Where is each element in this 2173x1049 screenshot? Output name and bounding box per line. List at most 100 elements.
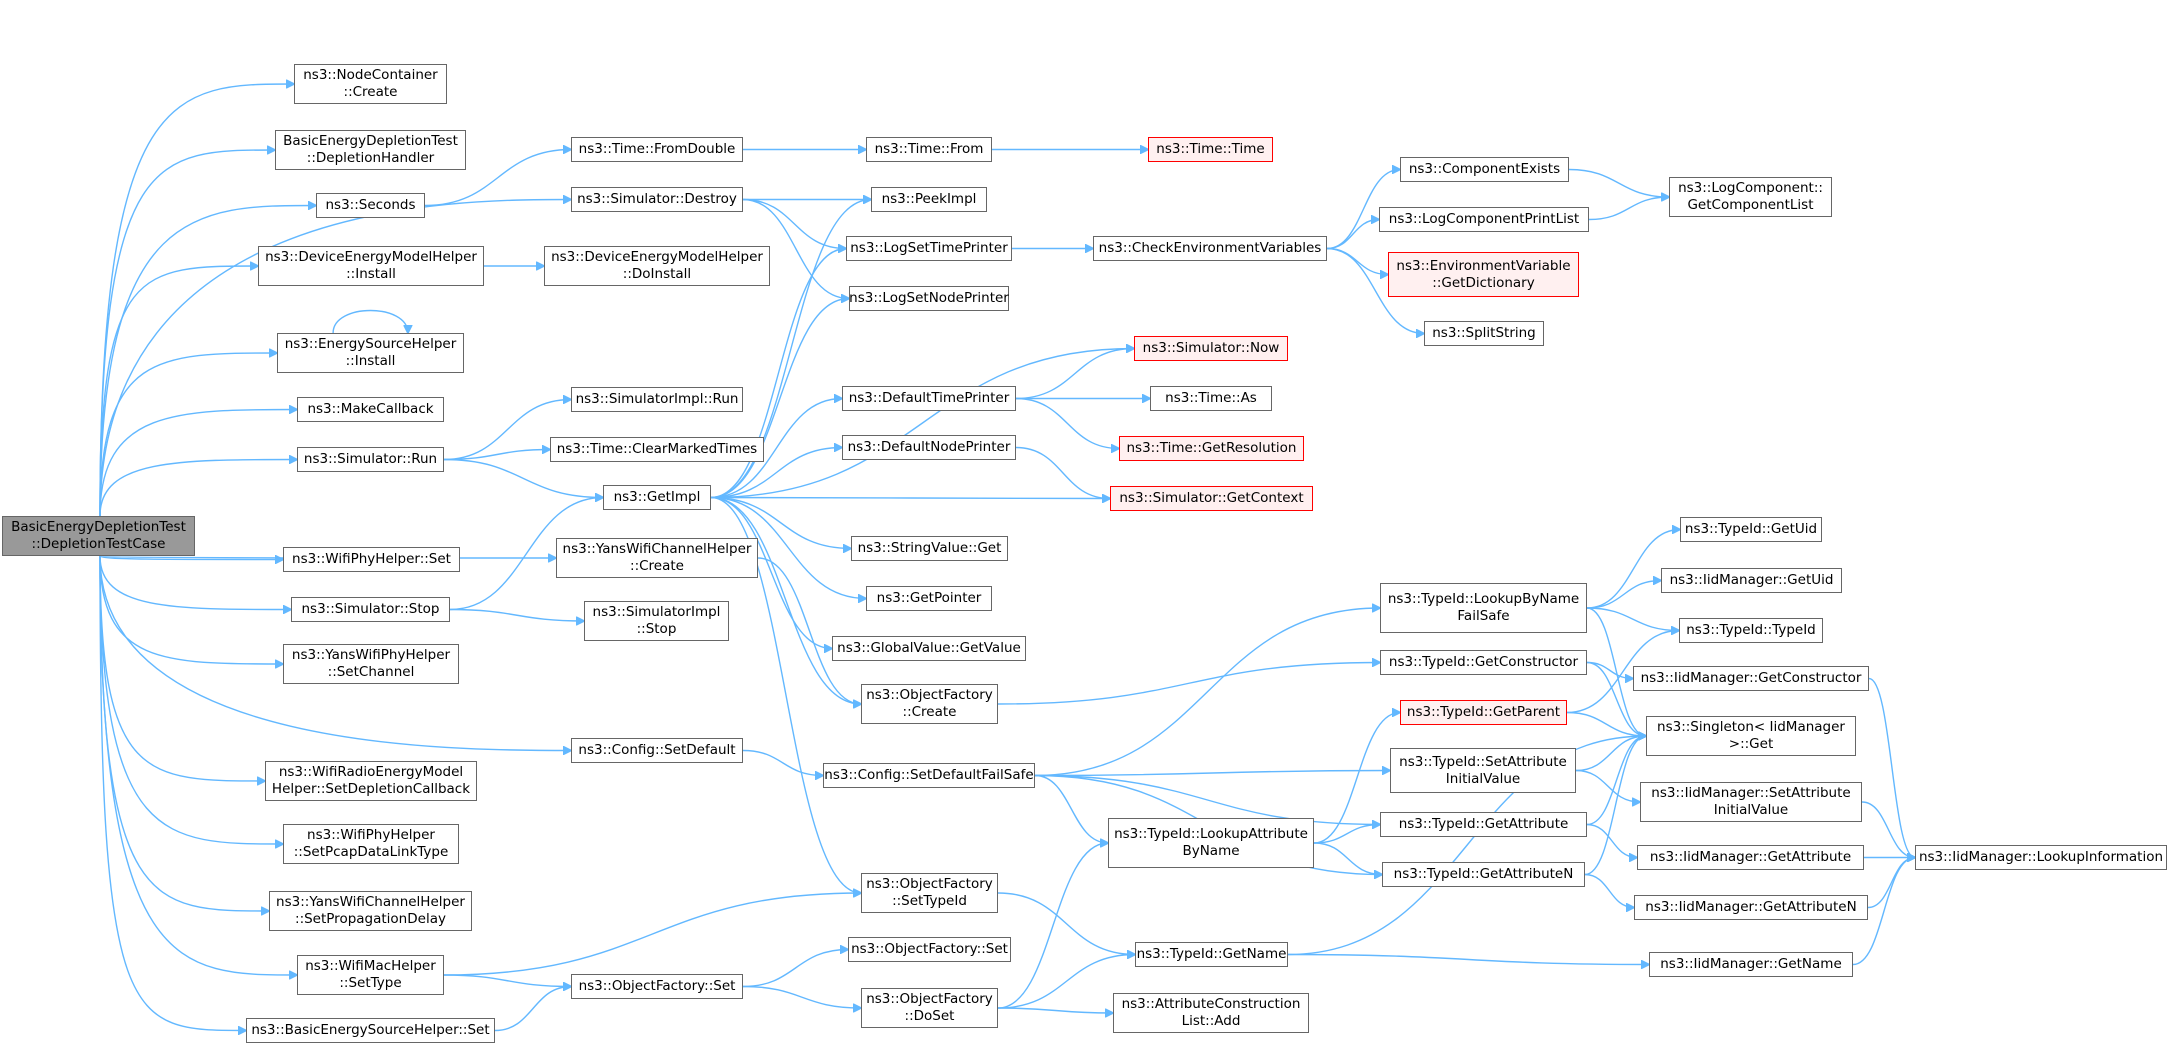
node-defaultnode[interactable]: ns3::DefaultNodePrinter <box>842 435 1016 460</box>
node-seconds[interactable]: ns3::Seconds <box>316 193 425 218</box>
node-label-line: ns3::TypeId::GetUid <box>1684 521 1818 537</box>
edge-defaultnode-to-sim-getcontext <box>1015 446 1110 499</box>
node-of-doset[interactable]: ns3::ObjectFactory::DoSet <box>861 988 998 1028</box>
node-stringvalue-get[interactable]: ns3::StringValue::Get <box>851 536 1008 561</box>
node-label-line: ns3::IidManager::GetAttributeN <box>1645 899 1857 915</box>
node-envvar-getdict[interactable]: ns3::EnvironmentVariable::GetDictionary <box>1388 252 1579 297</box>
node-label-line: ns3::AttributeConstruction <box>1121 996 1301 1012</box>
node-label-line: ns3::Simulator::GetContext <box>1119 490 1304 506</box>
node-peekimpl[interactable]: ns3::PeekImpl <box>871 187 987 212</box>
node-time-getres[interactable]: ns3::Time::GetResolution <box>1119 436 1304 461</box>
node-clearmarked[interactable]: ns3::Time::ClearMarkedTimes <box>550 437 764 462</box>
node-esh-install[interactable]: ns3::EnergySourceHelper::Install <box>277 333 464 373</box>
node-sim-now[interactable]: ns3::Simulator::Now <box>1134 336 1288 361</box>
node-tid-typeid[interactable]: ns3::TypeId::TypeId <box>1679 618 1823 643</box>
node-iid-getname[interactable]: ns3::IidManager::GetName <box>1649 952 1853 977</box>
edge-root-to-depl-handler <box>99 150 275 517</box>
edge-config-sdfs-to-tid-getattribute <box>1034 774 1380 825</box>
edge-tid-lookupattr-to-tid-getparent <box>1313 713 1400 844</box>
edge-seconds-to-time-fromdouble <box>424 150 571 207</box>
edge-sim-run-to-simimpl-run <box>443 400 571 461</box>
node-label-line: ::Create <box>902 704 957 720</box>
node-getimpl[interactable]: ns3::GetImpl <box>603 485 711 510</box>
node-label-line: ns3::Simulator::Destroy <box>577 191 737 207</box>
node-label-line: ns3::IidManager::GetConstructor <box>1640 670 1862 686</box>
node-iid-lookupinfo[interactable]: ns3::IidManager::LookupInformation <box>1915 845 2167 870</box>
node-config-setdefault[interactable]: ns3::Config::SetDefault <box>571 738 743 763</box>
node-componentexists[interactable]: ns3::ComponentExists <box>1400 157 1569 182</box>
node-wmh-settype[interactable]: ns3::WifiMacHelper::SetType <box>297 955 444 995</box>
node-of-create[interactable]: ns3::ObjectFactory::Create <box>861 684 998 724</box>
node-of-set2[interactable]: ns3::ObjectFactory::Set <box>848 937 1011 962</box>
node-logcompprintlist[interactable]: ns3::LogComponentPrintList <box>1379 207 1589 232</box>
node-besh-set[interactable]: ns3::BasicEnergySourceHelper::Set <box>246 1018 495 1043</box>
node-label-line: ns3::IidManager::GetUid <box>1669 572 1834 588</box>
node-logsettime[interactable]: ns3::LogSetTimePrinter <box>846 236 1012 261</box>
edge-ywch-create-to-of-create <box>757 557 861 704</box>
node-iid-getconstructor[interactable]: ns3::IidManager::GetConstructor <box>1633 666 1869 691</box>
node-sim-destroy[interactable]: ns3::Simulator::Destroy <box>571 187 743 212</box>
node-globalvalue-get[interactable]: ns3::GlobalValue::GetValue <box>832 636 1026 661</box>
node-getpointer[interactable]: ns3::GetPointer <box>866 586 992 611</box>
node-label-line: ns3::DefaultTimePrinter <box>848 390 1010 406</box>
edge-of-create-to-tid-getconstructor <box>997 663 1380 705</box>
node-time-time[interactable]: ns3::Time::Time <box>1148 137 1273 162</box>
node-time-as[interactable]: ns3::Time::As <box>1150 386 1272 411</box>
node-tid-getuid[interactable]: ns3::TypeId::GetUid <box>1680 517 1822 542</box>
edge-logcompprintlist-to-logcomp-getlist <box>1588 197 1669 221</box>
node-tid-getconstructor[interactable]: ns3::TypeId::GetConstructor <box>1380 650 1587 675</box>
edge-getimpl-to-stringvalue-get <box>710 496 851 549</box>
node-wpe-set[interactable]: ns3::WifiPhyHelper::Set <box>283 547 460 572</box>
node-depl-handler[interactable]: BasicEnergyDepletionTest::DepletionHandl… <box>275 130 466 170</box>
node-singleton-get[interactable]: ns3::Singleton< IidManager >::Get <box>1646 716 1856 756</box>
node-iid-getattributen[interactable]: ns3::IidManager::GetAttributeN <box>1634 895 1868 920</box>
node-sim-getcontext[interactable]: ns3::Simulator::GetContext <box>1110 486 1313 511</box>
node-demh-doinstall[interactable]: ns3::DeviceEnergyModelHelper::DoInstall <box>544 246 770 286</box>
node-tid-getattribute[interactable]: ns3::TypeId::GetAttribute <box>1380 812 1587 837</box>
edge-getimpl-to-sim-getcontext <box>710 498 1110 499</box>
node-of-settypeid[interactable]: ns3::ObjectFactory::SetTypeId <box>861 873 998 913</box>
node-logsetnode[interactable]: ns3::LogSetNodePrinter <box>849 286 1009 311</box>
node-simimpl-run[interactable]: ns3::SimulatorImpl::Run <box>571 387 743 412</box>
node-label-line: ns3::WifiMacHelper <box>305 958 436 974</box>
edge-root-to-ywph-setchannel <box>99 555 283 664</box>
node-iid-getuid[interactable]: ns3::IidManager::GetUid <box>1661 568 1842 593</box>
node-checkenv[interactable]: ns3::CheckEnvironmentVariables <box>1093 236 1327 261</box>
node-ywch-prop[interactable]: ns3::YansWifiChannelHelper::SetPropagati… <box>269 891 472 931</box>
node-config-sdfs[interactable]: ns3::Config::SetDefaultFailSafe <box>823 763 1035 788</box>
node-ywph-setchannel[interactable]: ns3::YansWifiPhyHelper::SetChannel <box>283 644 459 684</box>
node-label-line: ns3::GetImpl <box>613 489 701 505</box>
node-ywch-create[interactable]: ns3::YansWifiChannelHelper::Create <box>556 538 758 578</box>
node-label-line: ns3::TypeId::LookupByName <box>1387 591 1580 607</box>
node-defaulttime[interactable]: ns3::DefaultTimePrinter <box>842 386 1016 411</box>
node-label-line: ns3::GetPointer <box>876 590 982 606</box>
edge-defaulttime-to-sim-now <box>1015 349 1134 400</box>
edge-root-to-config-setdefault <box>99 555 571 751</box>
node-tid-getname[interactable]: ns3::TypeId::GetName <box>1135 942 1288 967</box>
node-wph-pcap[interactable]: ns3::WifiPhyHelper::SetPcapDataLinkType <box>283 824 459 864</box>
node-logcomp-getlist[interactable]: ns3::LogComponent::GetComponentList <box>1669 177 1832 217</box>
node-label-line: ::SetTypeId <box>892 893 967 909</box>
edge-sim-run-to-getimpl <box>443 458 603 498</box>
node-tid-getparent[interactable]: ns3::TypeId::GetParent <box>1400 700 1567 725</box>
node-label-line: ns3::StringValue::Get <box>857 540 1002 556</box>
node-nc-create[interactable]: ns3::NodeContainer::Create <box>294 64 447 104</box>
node-tid-getattributen[interactable]: ns3::TypeId::GetAttributeN <box>1382 862 1585 887</box>
node-makecallback[interactable]: ns3::MakeCallback <box>297 397 444 422</box>
node-label-line: ns3::MakeCallback <box>307 401 434 417</box>
node-time-fromdouble[interactable]: ns3::Time::FromDouble <box>571 137 743 162</box>
node-splitstring[interactable]: ns3::SplitString <box>1424 321 1544 346</box>
node-of-set[interactable]: ns3::ObjectFactory::Set <box>571 974 743 999</box>
node-demh-install[interactable]: ns3::DeviceEnergyModelHelper::Install <box>258 246 484 286</box>
node-time-from[interactable]: ns3::Time::From <box>866 137 992 162</box>
node-iid-getattribute[interactable]: ns3::IidManager::GetAttribute <box>1637 845 1864 870</box>
node-sim-stop[interactable]: ns3::Simulator::Stop <box>291 597 450 622</box>
node-sim-run[interactable]: ns3::Simulator::Run <box>297 447 444 472</box>
node-simimpl-stop[interactable]: ns3::SimulatorImpl::Stop <box>584 601 729 641</box>
